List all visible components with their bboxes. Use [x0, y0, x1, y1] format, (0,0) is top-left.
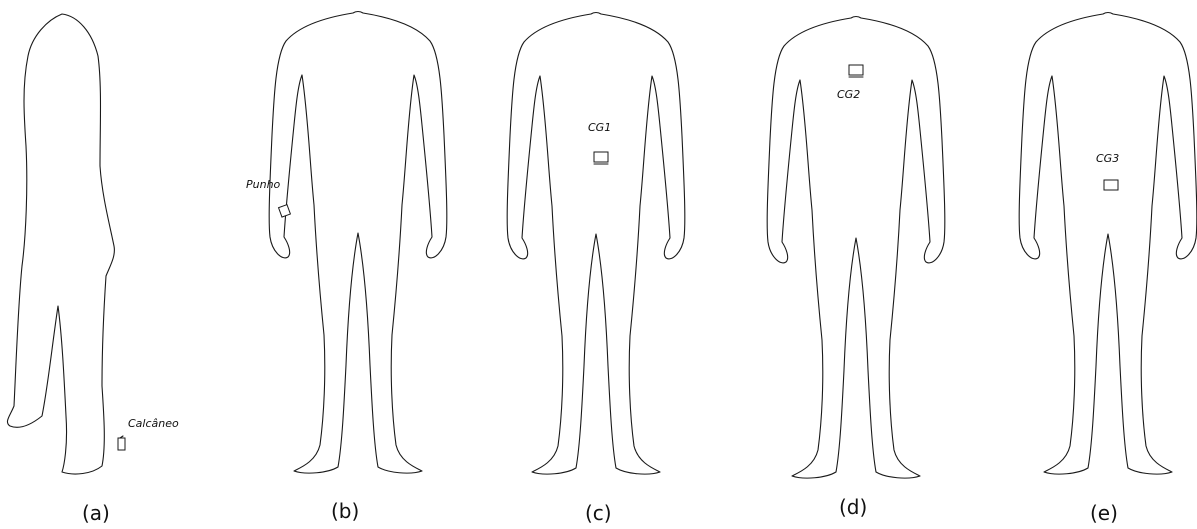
body-outline-front	[1019, 13, 1197, 475]
panel-c: CG1 (c)	[507, 13, 685, 526]
panel-d: CG2 (d)	[767, 17, 945, 520]
sensor-calcaneo	[118, 436, 125, 450]
sensor-label: CG1	[588, 121, 611, 134]
panel-caption: (a)	[82, 501, 110, 525]
sensor-box	[849, 65, 863, 75]
sensor-box	[118, 438, 125, 450]
sensor-label: Punho	[246, 178, 281, 191]
panel-e: CG3 (e)	[1019, 13, 1197, 526]
sensor-cg1	[594, 152, 608, 164]
sensor-label: CG2	[837, 88, 860, 101]
panel-a: Calcâneo (a)	[7, 14, 179, 525]
body-outline-front	[269, 12, 447, 474]
sensor-box	[279, 205, 291, 217]
sensor-label: Calcâneo	[128, 417, 179, 430]
sensor-cg2	[849, 65, 863, 77]
body-outline-side	[7, 14, 114, 474]
panel-caption: (c)	[585, 501, 612, 525]
sensor-label: CG3	[1096, 152, 1119, 165]
panel-b: Punho (b)	[246, 12, 447, 524]
panel-caption: (e)	[1090, 501, 1118, 525]
sensor-cg3	[1104, 180, 1118, 190]
panel-caption: (d)	[839, 495, 867, 519]
sensor-box	[1104, 180, 1118, 190]
body-outline-front	[767, 17, 945, 479]
panel-caption: (b)	[331, 499, 359, 523]
body-outline-front	[507, 13, 685, 475]
sensor-punho	[279, 205, 291, 217]
sensor-box	[594, 152, 608, 162]
